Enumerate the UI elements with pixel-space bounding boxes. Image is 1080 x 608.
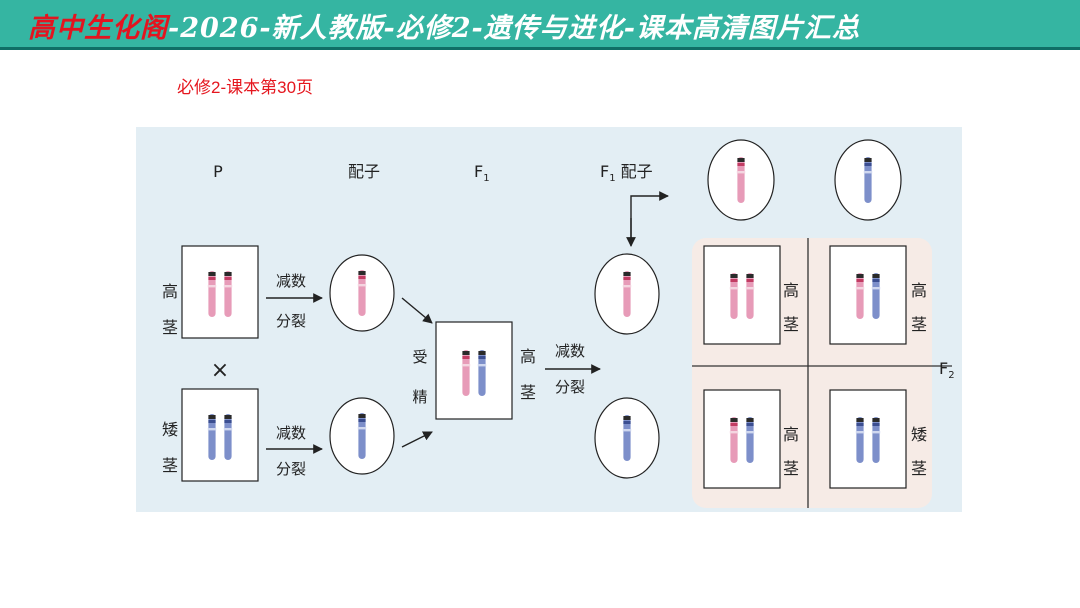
heading-f1: F1 [474,162,490,184]
chromosome-tall [729,273,739,319]
chromosome-dwarf [357,413,367,459]
f2-cell-1 [703,245,781,345]
chromosome-dwarf [855,417,865,463]
chromosome-dwarf [207,414,217,460]
cross-symbol: × [211,358,229,383]
f1-phenotype-2: 茎 [520,383,536,402]
fertilization-label-2: 精 [412,388,427,406]
p-dwarf-box [181,388,259,482]
chromosome-tall [729,417,739,463]
chromosome-tall [622,271,632,317]
f2-cell-1-label-2: 茎 [783,315,799,334]
heading-f1-gamete-sub: 1 [609,173,615,184]
chromosome-dwarf [223,414,233,460]
f2-cell-3-label-2: 茎 [783,459,799,478]
chromosome-tall [855,273,865,319]
header-title: 高中生化阁-2026-新人教版-必修2-遗传与进化-课本高清图片汇总 [28,6,860,45]
f1-meiosis-label-1: 减数 [555,342,585,360]
f2-cell-2 [829,245,907,345]
chromosome-tall [461,350,471,396]
f2-cell-4-label-2: 茎 [911,459,927,478]
f2-cell-3 [703,389,781,489]
meiosis-label-top-2: 分裂 [276,312,306,330]
meiosis-label-bottom-2: 分裂 [276,460,306,478]
f2-label-sub: 2 [948,370,954,381]
f2-cell-4-label-1: 矮 [911,425,927,444]
chromosome-tall [207,271,217,317]
chromosome-dwarf [622,415,632,461]
f2-label: F2 [939,359,955,381]
heading-f1-gamete-main: F [600,162,609,181]
chromosome-dwarf [871,417,881,463]
chromosome-tall [745,273,755,319]
brand-name: 高中生化阁 [28,13,168,44]
f2-cell-3-label-1: 高 [783,425,799,444]
chromosome-dwarf [745,417,755,463]
dwarf-label-1: 矮 [162,420,178,439]
heading-p: P [213,162,223,181]
f2-cell-1-label-1: 高 [783,281,799,300]
meiosis-label-bottom-1: 减数 [276,424,306,442]
f1-meiosis-label-2: 分裂 [555,378,585,396]
heading-f1-main: F [474,162,483,181]
page-label: 必修2-课本第30页 [177,78,314,97]
f2-cell-2-label-2: 茎 [911,315,927,334]
arrow-to-zygote-bottom [401,431,433,448]
chromosome-dwarf [863,157,873,203]
chromosome-tall [223,271,233,317]
f1-box [435,321,513,420]
p-tall-box [181,245,259,339]
chromosome-tall [736,157,746,203]
header-bar: 高中生化阁-2026-新人教版-必修2-遗传与进化-课本高清图片汇总 [0,0,1080,50]
chromosome-dwarf [477,350,487,396]
heading-f1-gamete: F1 配子 [600,162,653,184]
f2-cell-2-label-1: 高 [911,281,927,300]
heading-f1-sub: 1 [483,173,489,184]
tall-label-1: 高 [162,282,178,301]
fertilization-label-1: 受 [412,348,427,366]
f2-label-main: F [939,359,948,378]
f2-cell-4 [829,389,907,489]
tall-label-2: 茎 [162,318,178,337]
header-title-text: -2026-新人教版-必修2-遗传与进化-课本高清图片汇总 [168,13,860,44]
heading-gamete: 配子 [348,162,380,181]
meiosis-label-top-1: 减数 [276,272,306,290]
f1-phenotype-1: 高 [520,347,536,366]
arrow-to-zygote-top [401,297,433,324]
chromosome-tall [357,270,367,316]
heading-f1-gamete-suffix: 配子 [616,162,653,181]
dwarf-label-2: 茎 [162,456,178,475]
chromosome-dwarf [871,273,881,319]
